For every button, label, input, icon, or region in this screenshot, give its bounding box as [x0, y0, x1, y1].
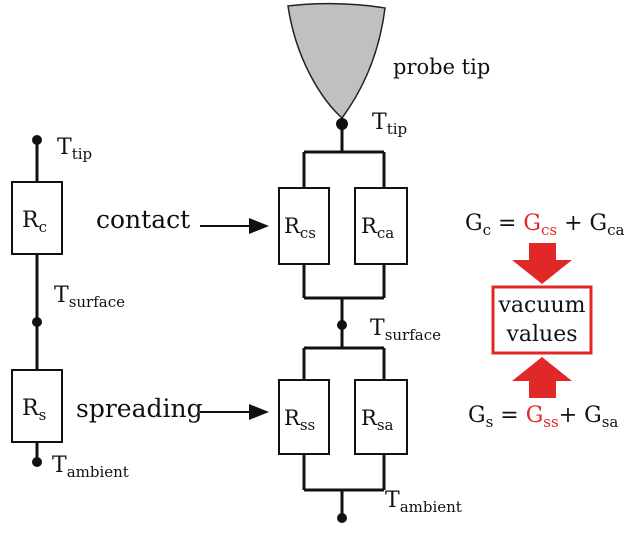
left-series-circuit — [11, 135, 63, 467]
left-t-ambient-label: Tambient — [52, 453, 129, 481]
resistor-rca-box — [354, 187, 408, 265]
left-t-surface-label: Tsurface — [54, 283, 125, 311]
resistor-rss-label: Rss — [284, 406, 315, 434]
left-t-tip-label: Ttip — [57, 135, 92, 163]
node-mid-ambient — [337, 513, 347, 523]
probe-tip-shape — [287, 2, 386, 120]
resistor-rsa-label: Rsa — [361, 406, 394, 434]
vacuum-values-box — [491, 285, 593, 355]
vacuum-line-2: values — [505, 322, 577, 347]
mid-t-tip-label: Ttip — [372, 110, 407, 138]
mid-t-ambient-label: Tambient — [385, 488, 462, 516]
probe-tip-label: probe tip — [393, 55, 490, 79]
contact-label: contact — [96, 205, 190, 234]
resistor-rc-label: Rc — [22, 208, 47, 236]
resistor-rs-box — [11, 369, 63, 443]
node-left-surface — [32, 317, 42, 327]
spreading-conductance-equation: Gs = Gss+ Gsa — [468, 403, 618, 431]
resistor-rs-label: Rs — [22, 396, 46, 424]
node-mid-surface — [337, 320, 347, 330]
spreading-label: spreading — [76, 394, 203, 423]
contact-conductance-equation: Gc = Gcs + Gca — [465, 211, 624, 239]
node-mid-tip — [336, 118, 348, 130]
resistor-rcs-box — [278, 187, 330, 265]
resistor-rsa-box — [354, 379, 408, 455]
resistor-rca-label: Rca — [361, 214, 394, 242]
node-left-ambient — [32, 457, 42, 467]
resistor-rcs-label: Rcs — [284, 214, 316, 242]
node-left-tip — [32, 135, 42, 145]
middle-parallel-circuit — [278, 118, 408, 523]
down-arrow-icon — [512, 243, 572, 284]
mid-t-surface-label: Tsurface — [370, 316, 441, 344]
up-arrow-icon — [512, 357, 572, 398]
resistor-rss-box — [278, 379, 330, 455]
vacuum-line-1: vacuum — [497, 293, 585, 318]
resistor-rc-box — [11, 181, 63, 255]
